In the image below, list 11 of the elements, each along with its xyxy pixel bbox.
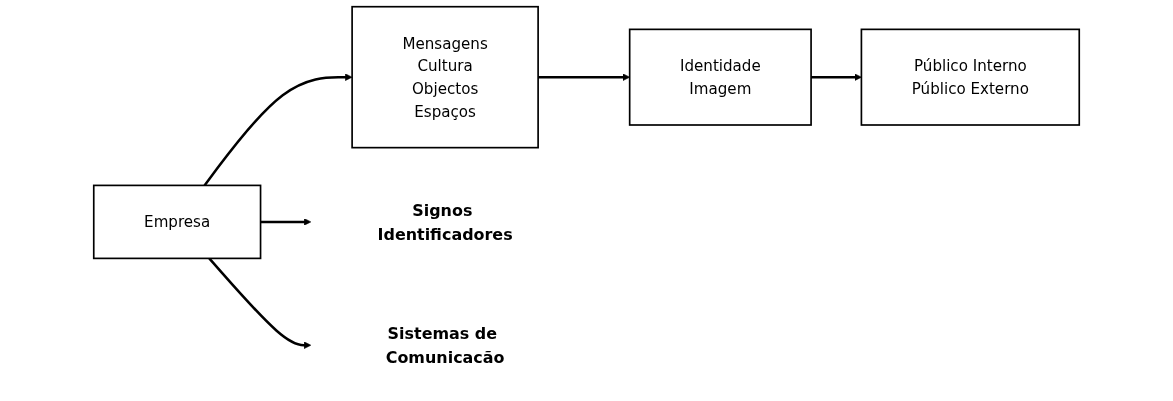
arrow [538, 73, 630, 81]
node-text: Sistemas de Comunicacão [385, 323, 505, 367]
node-box: Empresa [92, 184, 262, 260]
arrow [811, 73, 862, 81]
node-text: Signos Identificadores [377, 200, 513, 243]
node-box: Mensagens Cultura Objectos Espaços [351, 5, 539, 149]
node-box: Público Interno Público Externo [860, 28, 1081, 126]
arrow [203, 73, 353, 187]
arrow [208, 257, 312, 349]
node-box: Identidade Imagem [628, 28, 812, 126]
arrow [260, 218, 312, 226]
